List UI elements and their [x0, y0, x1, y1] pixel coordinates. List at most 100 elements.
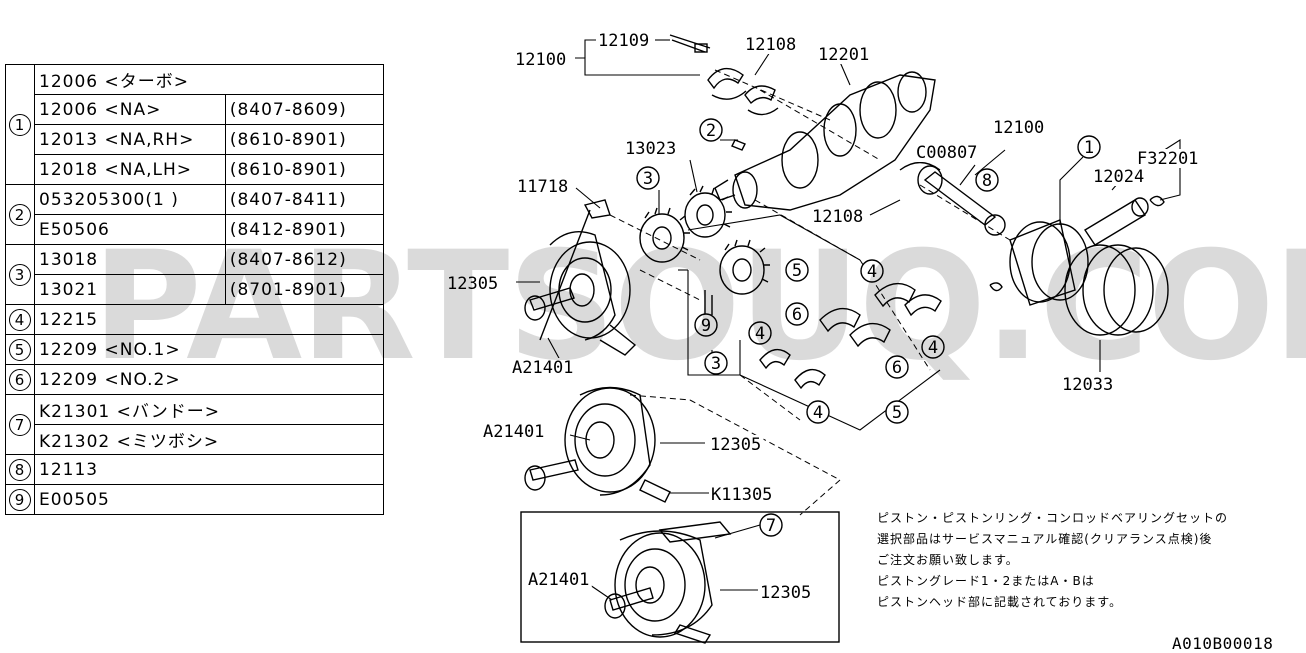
crankshaft-drawing[interactable]	[714, 71, 936, 211]
callout-c12108_mid[interactable]: 12108	[812, 207, 863, 227]
callout-circle	[885, 355, 909, 379]
pulley-12305-upper[interactable]	[549, 231, 637, 356]
date-cell: (8610-8901)	[224, 154, 385, 185]
callout-c4_a[interactable]: 4	[867, 262, 877, 282]
callout-c4_c[interactable]: 4	[928, 338, 938, 358]
ref-number-cell: 3	[5, 244, 35, 305]
bolt-A21401-low[interactable]	[604, 587, 654, 619]
part-cell[interactable]: 13021	[34, 274, 226, 305]
bolt-12109[interactable]	[669, 34, 711, 53]
part-cell[interactable]: K21302 <ミツボシ>	[34, 424, 384, 455]
pin-2[interactable]	[731, 139, 746, 151]
callout-c1[interactable]: 1	[1084, 138, 1094, 158]
date-cell: (8407-8609)	[224, 94, 385, 125]
table-row: 3 13018 (8407-8612)	[5, 244, 385, 305]
leader-lines	[516, 39, 1181, 601]
part-cell[interactable]: K21301 <バンドー>	[34, 394, 384, 425]
note-line: ピストン・ピストンリング・コンロッドベアリングセットの	[877, 511, 1229, 525]
callout-circle	[636, 166, 660, 190]
table-row: 4 12215	[5, 304, 384, 335]
gear-13023[interactable]	[684, 185, 732, 238]
callout-backdrop	[991, 118, 1047, 137]
callout-c12109[interactable]: 12109	[598, 31, 649, 51]
callout-c12305_mid[interactable]: 12305	[710, 435, 761, 455]
rod-bearings[interactable]	[759, 282, 942, 390]
callout-circle	[699, 118, 723, 142]
parts-group-outline	[687, 214, 941, 431]
piston-12006[interactable]	[1009, 219, 1089, 306]
callout-cA21401_low[interactable]: A21401	[528, 570, 589, 590]
part-cell[interactable]: 12209 <NO.2>	[34, 364, 384, 395]
part-cell[interactable]: 13018	[34, 244, 226, 275]
ref-number: 6	[9, 368, 31, 391]
part-cell[interactable]: 12018 <NA,LH>	[34, 154, 226, 185]
callout-c8[interactable]: 8	[982, 171, 992, 191]
callout-c12108_top[interactable]: 12108	[745, 35, 796, 55]
callout-c12033[interactable]: 12033	[1062, 375, 1113, 395]
table-row: 2 053205300(1 ) (8407-8411)	[5, 184, 385, 245]
callout-circle	[748, 321, 772, 345]
callout-c3_lower[interactable]: 3	[711, 354, 721, 374]
callout-backdrop	[623, 139, 679, 158]
callout-c12305_low[interactable]: 12305	[760, 583, 811, 603]
callout-backdrop	[481, 422, 547, 441]
ref-number-cell: 7	[5, 394, 35, 455]
callout-backdrop	[596, 31, 652, 50]
part-cell[interactable]: 053205300(1 )	[34, 184, 226, 215]
connecting-rod[interactable]	[899, 161, 1006, 236]
callout-c11718[interactable]: 11718	[517, 177, 568, 197]
callout-c6_top[interactable]: 6	[792, 305, 802, 325]
ref-number: 4	[9, 308, 31, 331]
callout-circle	[694, 313, 718, 337]
pulley-12305-mid[interactable]	[564, 386, 656, 496]
callout-cA21401_mid[interactable]: A21401	[483, 422, 544, 442]
piston-clip-F32201[interactable]	[1149, 195, 1165, 207]
part-cell[interactable]: E50506	[34, 214, 226, 245]
callout-backdrop	[1135, 149, 1201, 168]
callout-c4_b[interactable]: 4	[755, 324, 765, 344]
callout-c13023[interactable]: 13023	[625, 139, 676, 159]
bolt-A21401-mid[interactable]	[524, 459, 579, 491]
bolt-A21401-upper[interactable]	[524, 287, 575, 321]
callout-cC00807[interactable]: C00807	[916, 143, 977, 163]
ref-number-cell: 5	[5, 334, 35, 365]
ref-number-cell: 1	[5, 64, 35, 185]
callout-backdrop	[445, 274, 501, 293]
gear-3-upper[interactable]	[639, 207, 690, 263]
callout-c2[interactable]: 2	[706, 121, 716, 141]
diagram-reference-code: A010B00018	[1172, 634, 1274, 653]
callout-c6_bottom[interactable]: 6	[892, 358, 902, 378]
callout-c9[interactable]: 9	[701, 316, 711, 336]
ref-number: 8	[9, 458, 31, 481]
callout-c12100_right[interactable]: 12100	[993, 118, 1044, 138]
piston-pin-12024[interactable]	[1084, 197, 1149, 246]
callout-c12201[interactable]: 12201	[818, 45, 869, 65]
callout-cA21401_upper[interactable]: A21401	[512, 358, 573, 378]
callout-c12024[interactable]: 12024	[1093, 167, 1144, 187]
part-cell[interactable]: 12006 <ターボ>	[34, 64, 384, 95]
callout-c5_bottom[interactable]: 5	[892, 403, 902, 423]
part-cell[interactable]: E00505	[34, 484, 384, 515]
callout-c3_upper[interactable]: 3	[643, 169, 653, 189]
callout-cF32201[interactable]: F32201	[1137, 149, 1198, 169]
parts-table: 1 12006 <ターボ> 12006 <NA> (8407-8609) 120…	[5, 64, 385, 515]
gear-3-lower[interactable]	[704, 239, 770, 315]
callout-circle	[860, 259, 884, 283]
piston-rings-12033[interactable]	[989, 244, 1169, 336]
date-cell: (8407-8411)	[224, 184, 385, 215]
callout-c5_top[interactable]: 5	[792, 261, 802, 281]
main-bearing-upper[interactable]	[707, 67, 779, 116]
callout-circle	[975, 168, 999, 192]
ref-number: 7	[9, 413, 31, 436]
pulley-12305-low[interactable]	[614, 521, 732, 644]
callout-c4_d[interactable]: 4	[813, 403, 823, 423]
part-cell[interactable]: 12215	[34, 304, 384, 335]
callout-c12305_upper[interactable]: 12305	[447, 274, 498, 294]
key-K11305[interactable]	[639, 479, 671, 503]
note-line: ピストンヘッド部に記載されております。	[877, 595, 1123, 609]
callout-c12100_top[interactable]: 12100	[515, 50, 566, 70]
callout-c7[interactable]: 7	[766, 516, 776, 536]
callout-cK11305[interactable]: K11305	[711, 485, 772, 505]
ref-number: 1	[9, 113, 31, 136]
